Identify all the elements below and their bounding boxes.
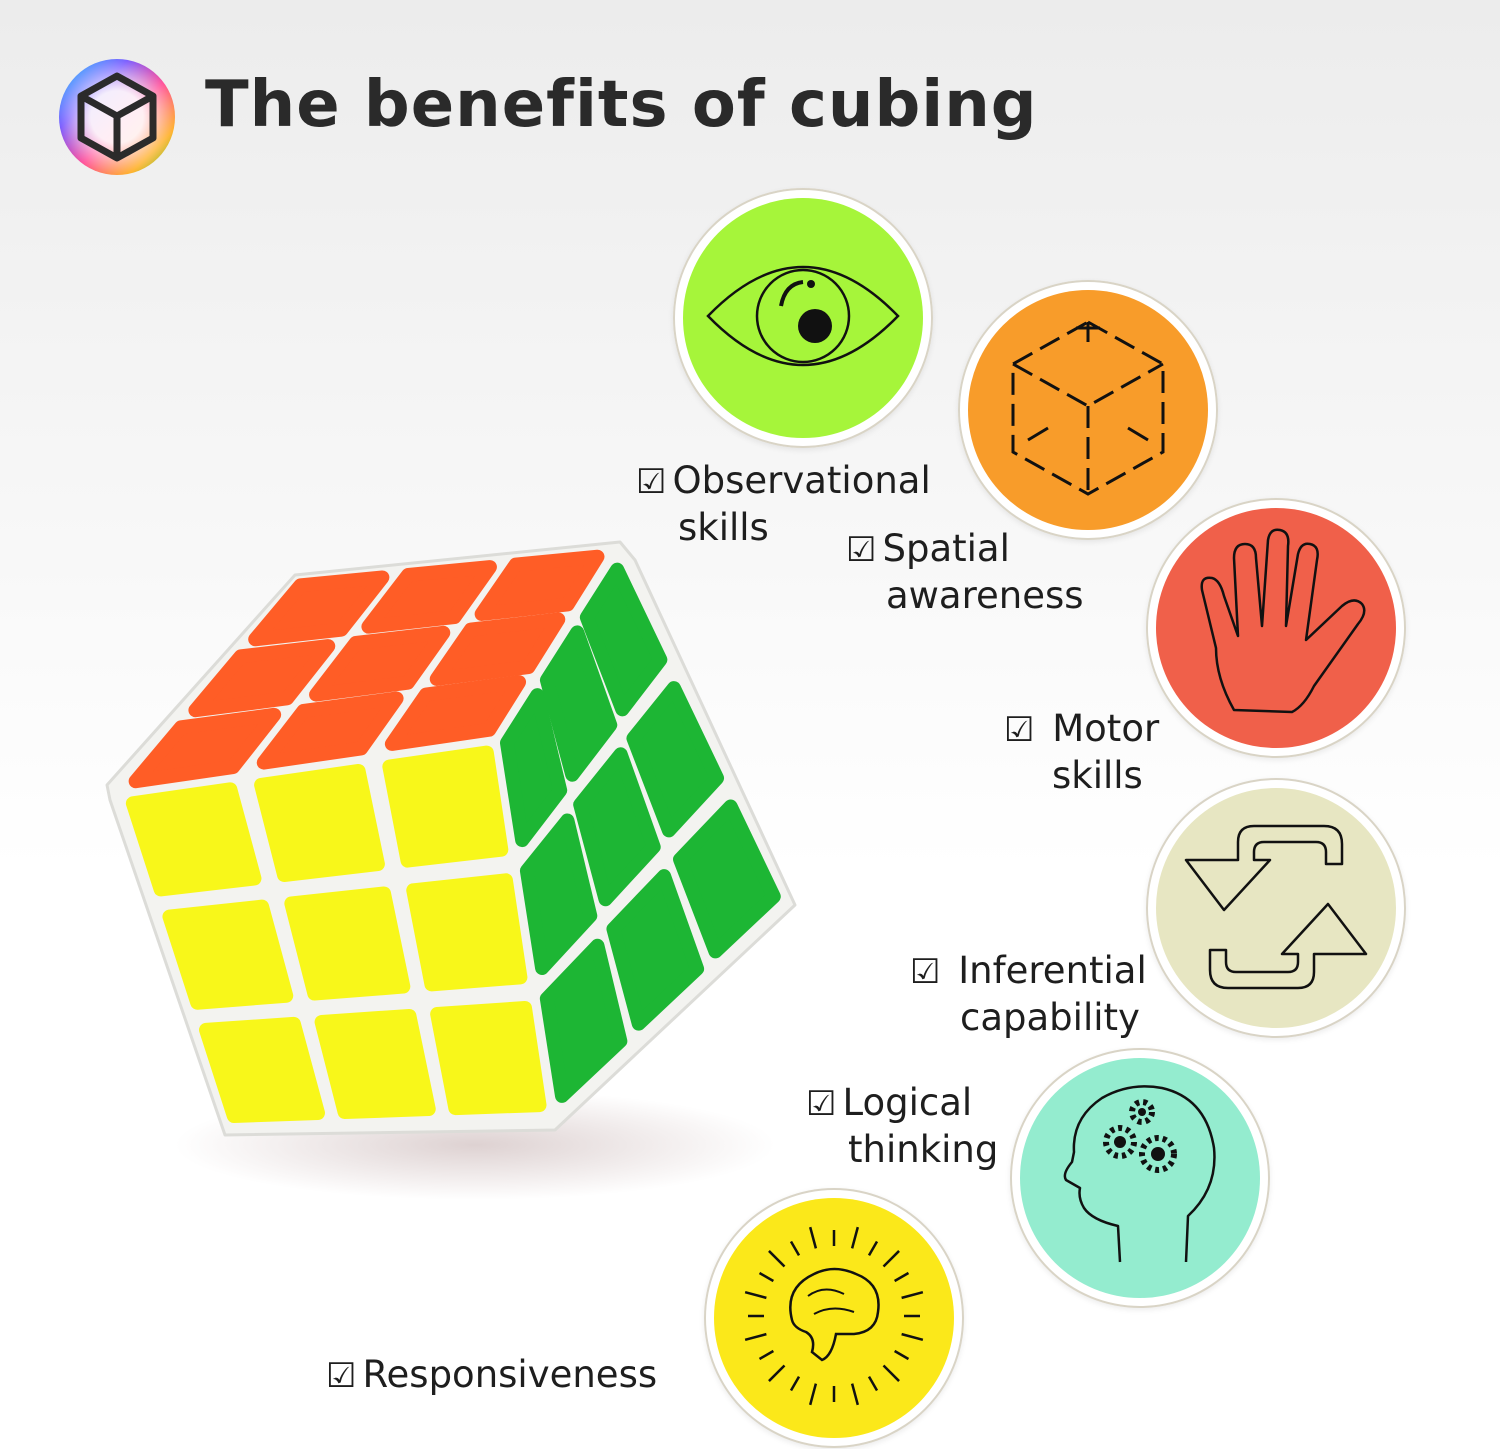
cube-sticker <box>256 691 404 770</box>
benefit-label-observational: ☑Observational skills <box>636 459 931 549</box>
checkbox-checked-icon: ☑ <box>846 530 877 570</box>
cycle-arrows-icon <box>1184 824 1368 990</box>
benefit-label-inferential: ☑ Inferential capability <box>910 949 1147 1039</box>
cube-sticker <box>673 799 781 959</box>
cube-sticker <box>382 745 509 868</box>
cube-sticker <box>284 886 411 1001</box>
logical-badge <box>1010 1048 1270 1308</box>
benefit-label-logical: ☑Logical thinking <box>806 1081 999 1171</box>
cube-sticker <box>384 675 527 751</box>
cube-sticker <box>579 562 668 717</box>
cube-sticker <box>188 639 336 718</box>
cube-sticker <box>125 782 262 897</box>
cube-sticker <box>626 681 725 838</box>
hand-icon <box>1200 528 1366 714</box>
cube-sticker <box>573 747 661 907</box>
motor-badge <box>1146 498 1406 758</box>
checkbox-checked-icon: ☑ <box>1004 710 1035 750</box>
cube-sticker <box>314 1008 436 1120</box>
benefit-label-spatial: ☑Spatial awareness <box>846 527 1084 617</box>
cube-sticker <box>474 549 605 621</box>
cube-sticker <box>430 1001 547 1116</box>
cube-sticker <box>248 570 390 647</box>
head-gears-icon <box>1063 1085 1216 1263</box>
rainbow-cube-icon <box>58 58 176 176</box>
cube-sticker <box>606 869 705 1031</box>
cube-sticker <box>254 763 385 883</box>
cube-sticker <box>499 688 568 848</box>
cube-sticker <box>406 873 528 992</box>
checkbox-checked-icon: ☑ <box>806 1084 837 1124</box>
page-title: The benefits of cubing <box>205 68 1038 142</box>
responsiveness-badge <box>704 1188 964 1448</box>
checkbox-checked-icon: ☑ <box>636 462 667 502</box>
benefit-label-motor: ☑ Motor skills <box>1004 707 1160 797</box>
cube-sticker <box>429 612 566 686</box>
observational-badge <box>673 188 933 448</box>
rubiks-cube-illustration <box>95 530 815 1200</box>
wireframe-cube-icon <box>1011 320 1165 496</box>
eye-icon <box>706 265 900 367</box>
cube-sticker <box>539 938 628 1103</box>
cube-sticker <box>309 625 451 702</box>
cube-sticker <box>162 899 294 1010</box>
cube-sticker <box>199 1016 325 1124</box>
inferential-badge <box>1146 778 1406 1038</box>
spatial-badge <box>958 280 1218 540</box>
cube-sticker <box>519 813 598 976</box>
checkbox-checked-icon: ☑ <box>326 1356 357 1396</box>
benefit-label-responsiveness: ☑Responsiveness <box>326 1353 658 1396</box>
checkbox-checked-icon: ☑ <box>910 952 941 992</box>
cube-sticker <box>361 560 497 634</box>
cube-sticker <box>128 707 282 789</box>
bright-brain-icon <box>744 1226 924 1406</box>
cube-sticker <box>539 625 618 782</box>
